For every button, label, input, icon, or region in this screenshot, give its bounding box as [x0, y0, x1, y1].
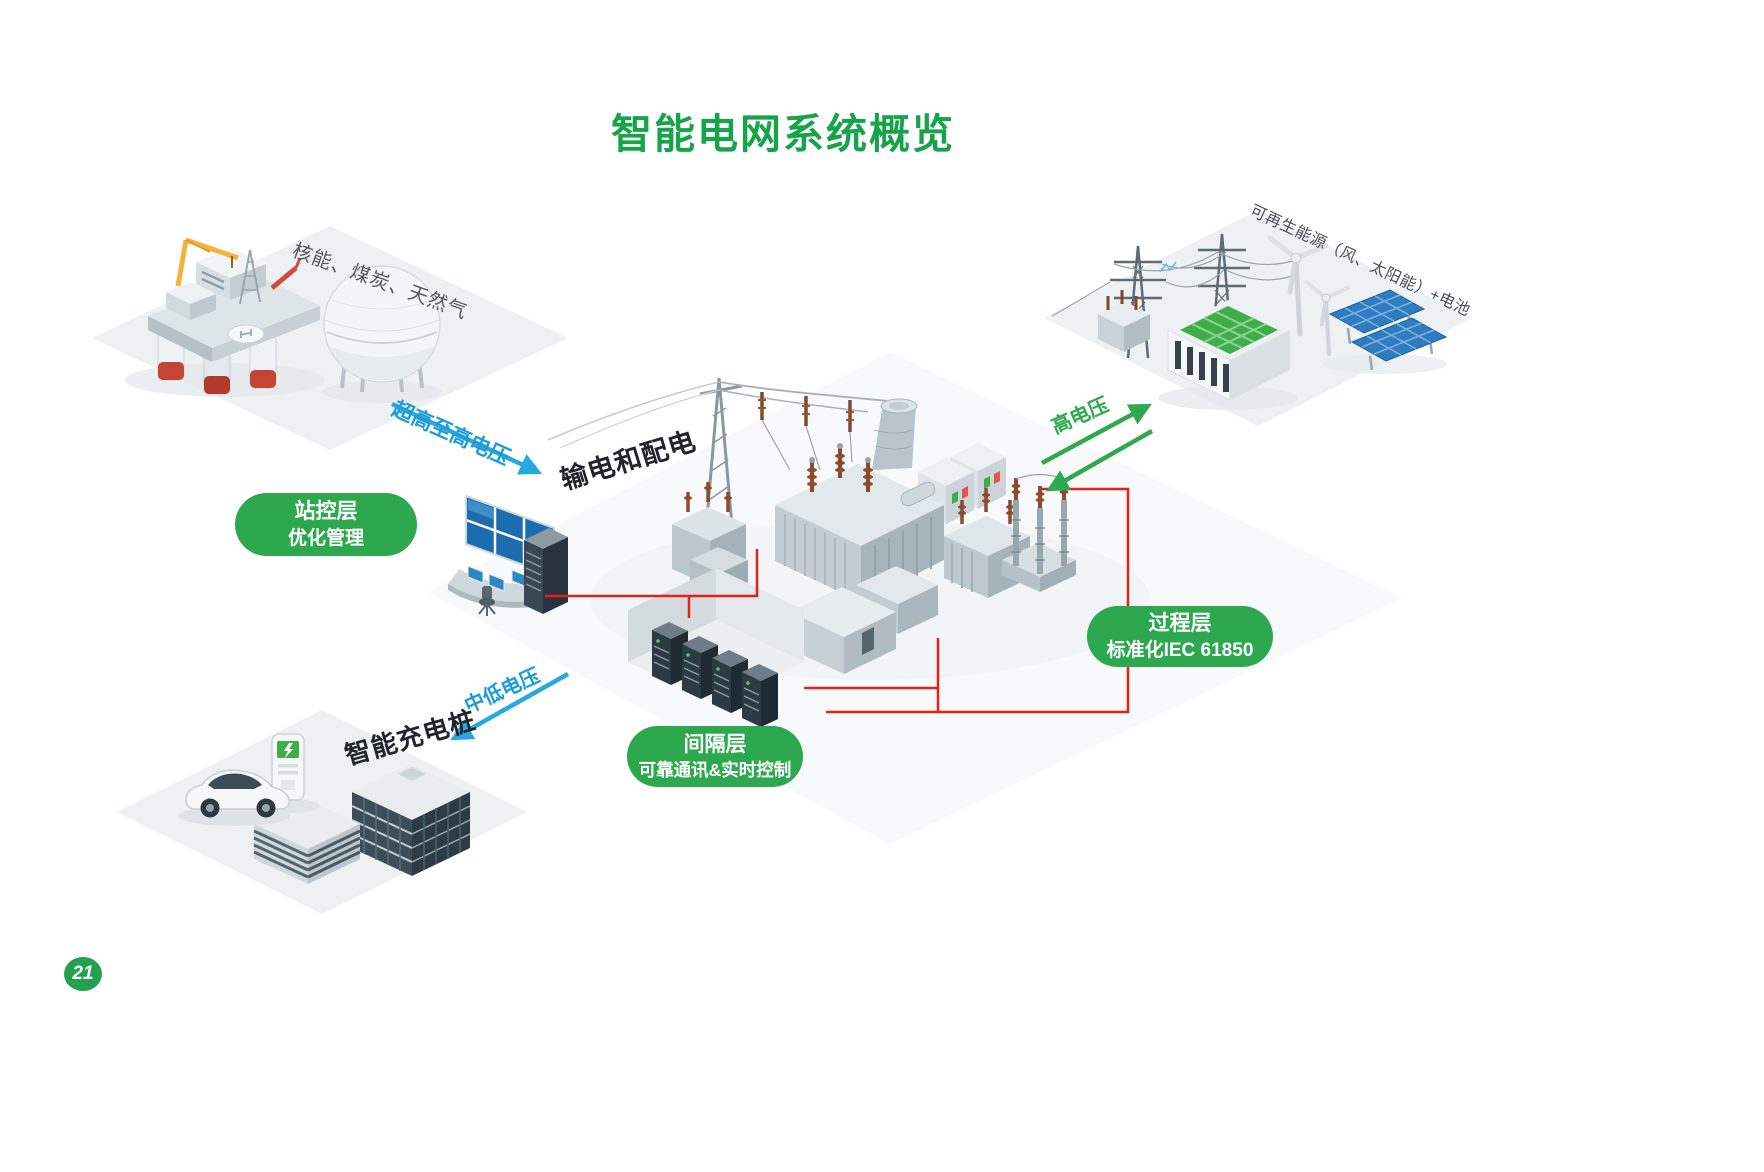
page-title: 智能电网系统概览 [611, 111, 955, 157]
hv-arrow-up [1040, 403, 1152, 465]
gas-storage-sphere-illustration [322, 265, 442, 403]
flow-arrows [391, 401, 1154, 741]
control-room-illustration [448, 494, 568, 616]
wind-turbines-illustration [1267, 235, 1350, 356]
badge-bay-line2: 可靠通讯&实时控制 [638, 759, 792, 780]
solar-panels-illustration [1323, 289, 1448, 374]
badge-bay-layer: 间隔层 可靠通讯&实时控制 [627, 726, 803, 787]
disconnector-columns-illustration [1002, 473, 1076, 592]
gantry-tower-illustration [547, 377, 899, 531]
red-network-cables [545, 487, 1130, 714]
large-bushing-illustration [872, 398, 918, 470]
page-number: 21 [72, 963, 94, 984]
battery-storage-illustration [1158, 300, 1298, 410]
mlv-arrow [450, 672, 570, 741]
badge-process-line2: 标准化IEC 61850 [1106, 639, 1254, 661]
secondary-transformer-illustration [944, 488, 1030, 598]
badge-station-control-layer: 站控层 优化管理 [235, 493, 417, 556]
badge-station-line1: 站控层 [294, 499, 358, 523]
server-room-illustration [628, 568, 804, 727]
badge-process-line1: 过程层 [1148, 611, 1212, 635]
ev-car-illustration [178, 769, 290, 826]
page-number-badge: 21 [64, 957, 102, 991]
transmission-towers-illustration [1051, 233, 1297, 359]
uhv-arrow [391, 401, 543, 475]
badge-process-layer: 过程层 标准化IEC 61850 [1087, 606, 1273, 667]
badge-bay-line1: 间隔层 [683, 732, 747, 756]
badge-station-line2: 优化管理 [287, 527, 364, 549]
hv-arrow-down [1046, 429, 1154, 492]
oil-platform-illustration [125, 237, 325, 397]
